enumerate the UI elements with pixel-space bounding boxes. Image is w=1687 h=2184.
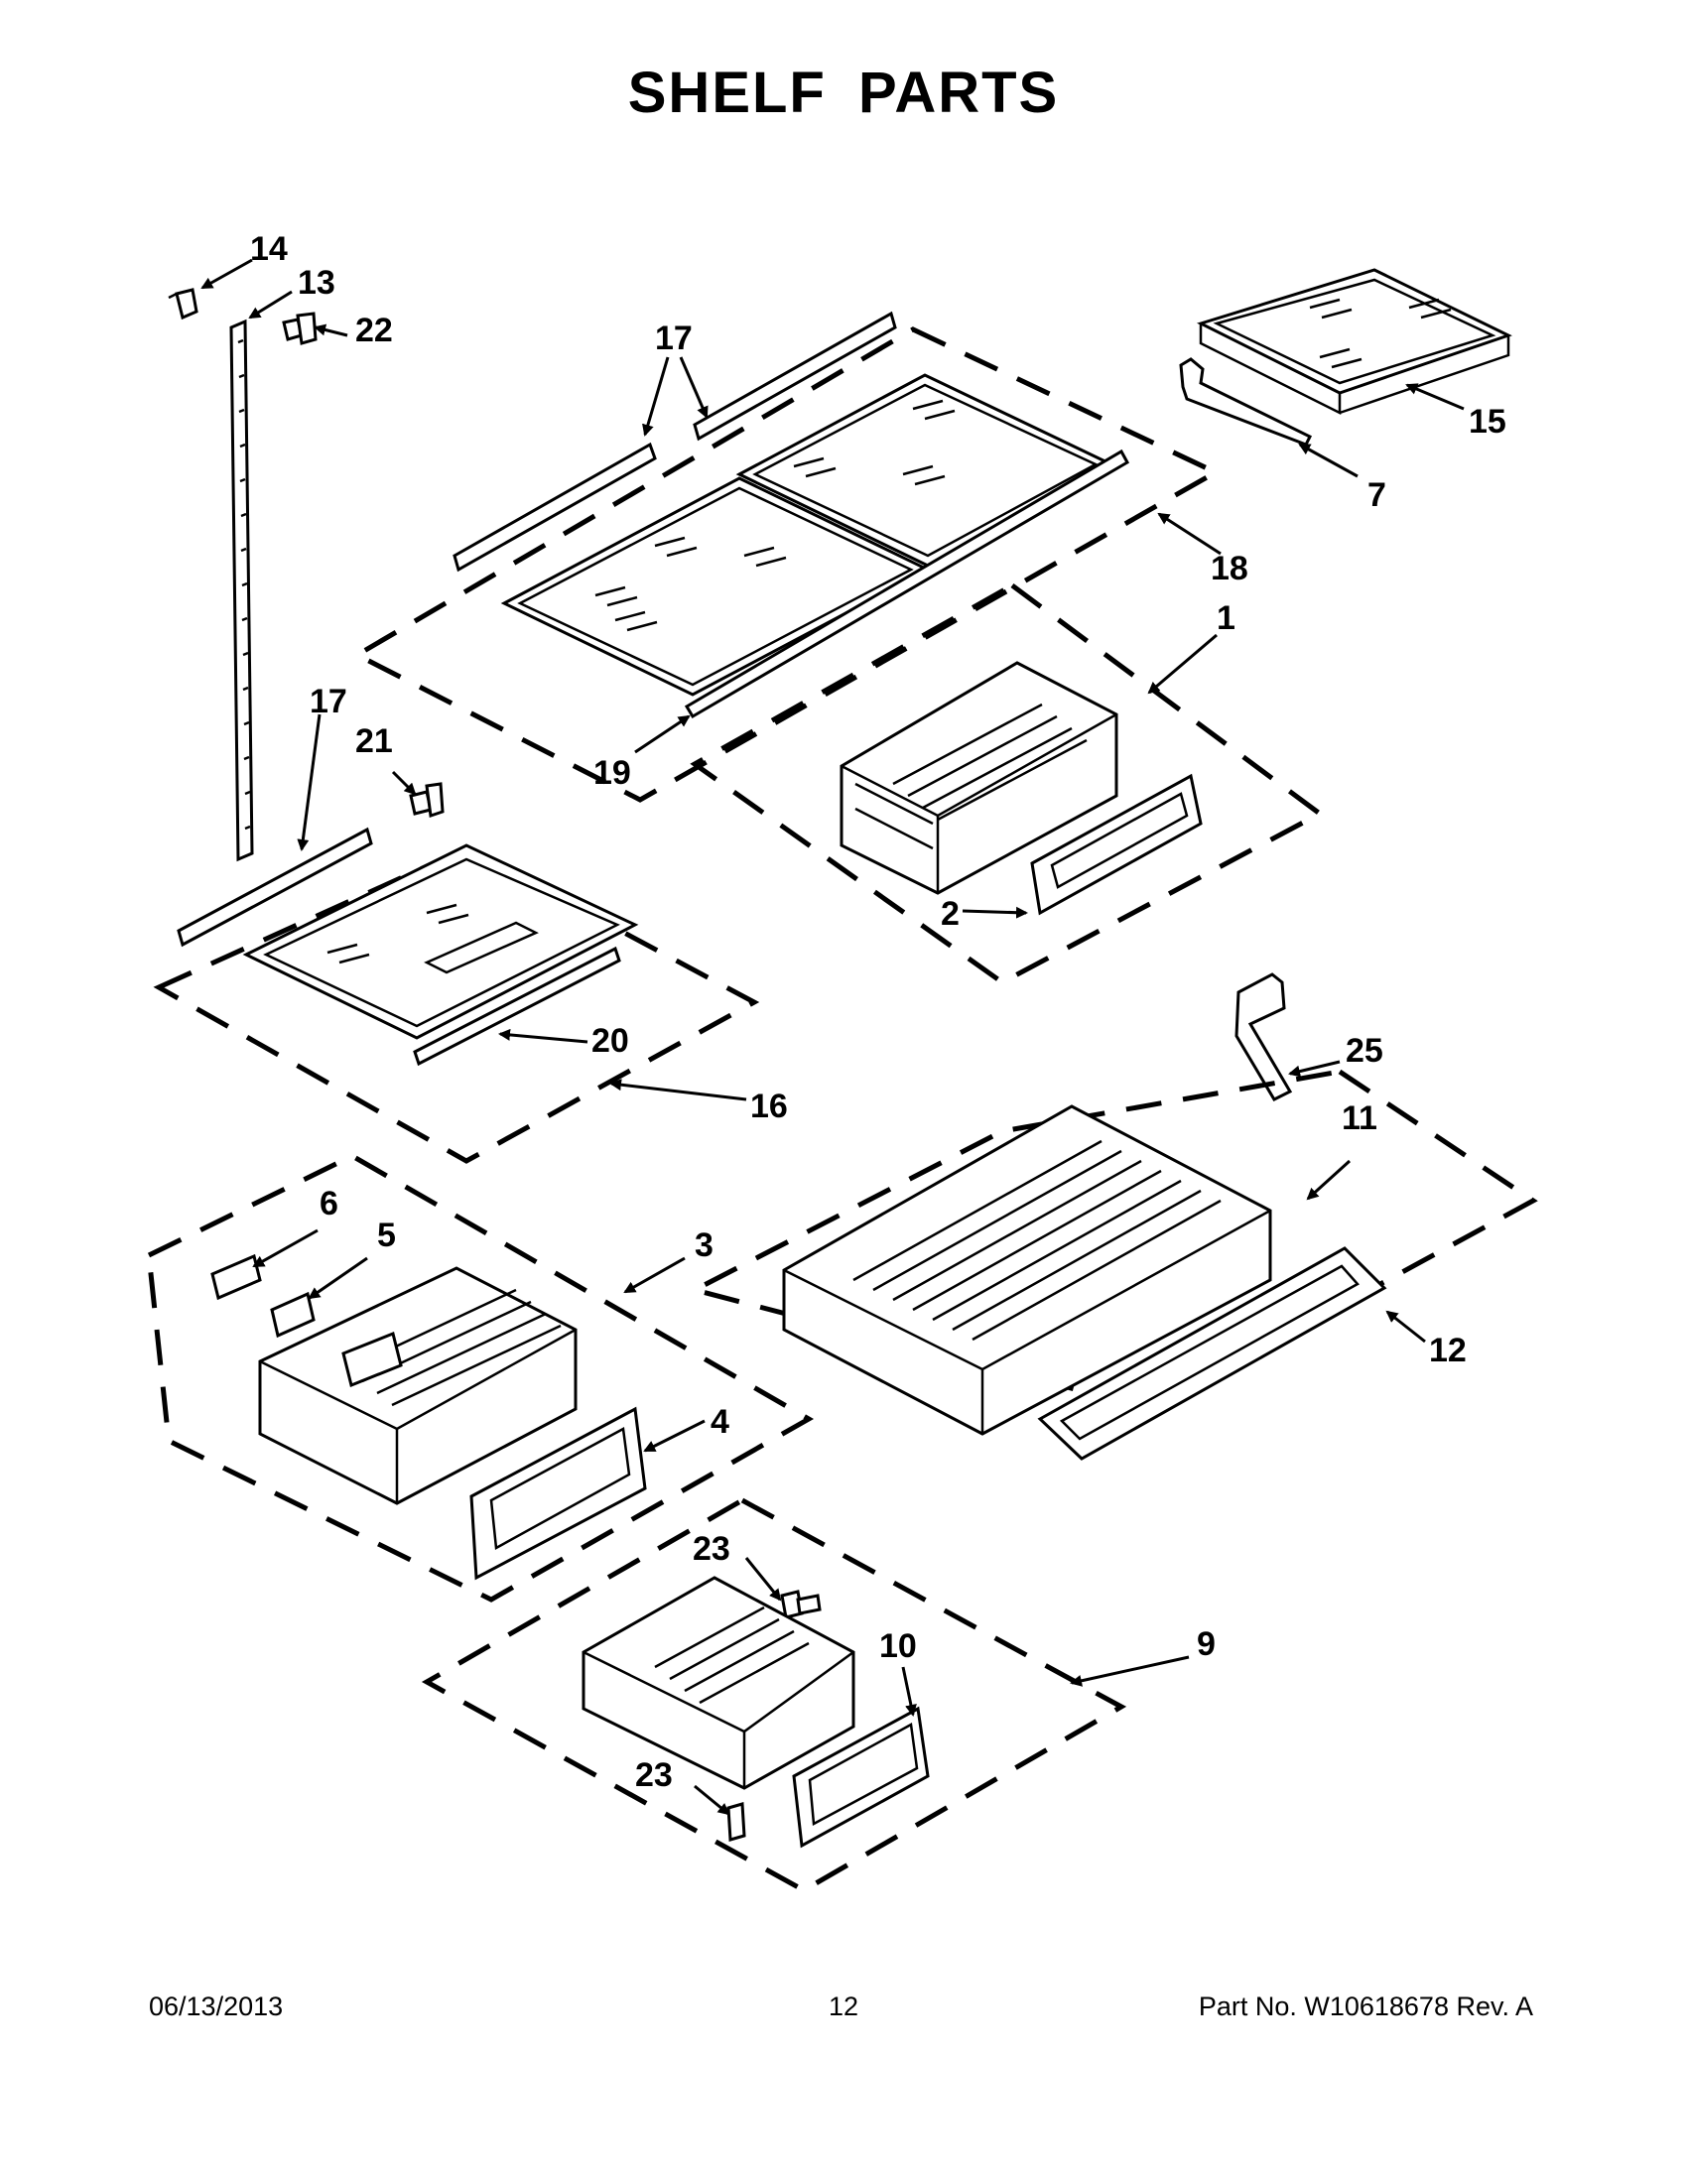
callout-17-left: 17 [310, 683, 347, 720]
part-6-clip [210, 1253, 262, 1301]
callout-19: 19 [593, 754, 631, 792]
part-3-crisper-drawer [258, 1266, 578, 1505]
callout-17-top: 17 [655, 320, 693, 357]
callout-2: 2 [941, 895, 960, 933]
callout-6: 6 [320, 1185, 338, 1222]
part-1-crisper-frame-outline [690, 582, 1325, 985]
callout-4: 4 [711, 1403, 729, 1441]
part-16-shelf-frame-outline [153, 845, 760, 1164]
leader-lines [200, 258, 1465, 1816]
part-12-drawer-front-panel [1037, 1246, 1387, 1461]
part-13-ladder-rail [229, 319, 254, 862]
part-11-drawer-frame-outline [688, 1069, 1538, 1412]
part-22-screw [282, 312, 318, 345]
part-20-trim [413, 946, 621, 1067]
part-18-shelf-frame-outline [351, 326, 1222, 803]
part-19-trim-front [684, 449, 1130, 719]
part-17-trim-upper-left [453, 442, 657, 573]
callout-1: 1 [1217, 599, 1235, 637]
part-3-drawer-frame-outline [146, 1153, 815, 1603]
callout-5: 5 [377, 1217, 396, 1254]
part-9-freezer-drawer [582, 1576, 855, 1790]
part-7-shelf-bracket [1179, 357, 1313, 447]
part-9-drawer-frame-outline [421, 1497, 1127, 1893]
footer-date: 06/13/2013 [149, 1991, 284, 2021]
glass-shelf-left-small [242, 843, 639, 1040]
part-2-crisper-front-panel [1030, 773, 1203, 916]
part-11-pantry-drawer [782, 1104, 1272, 1436]
part-17-trim-lower-left [177, 827, 373, 948]
callout-10: 10 [879, 1627, 917, 1665]
part-23-screw-lower [726, 1802, 746, 1842]
callout-14: 14 [250, 230, 288, 268]
part-5-vent-control [270, 1291, 316, 1339]
part-15-small-glass-shelf [1196, 268, 1512, 416]
part-25-bracket [1234, 972, 1293, 1101]
callout-3: 3 [695, 1226, 714, 1264]
part-10-drawer-front-panel [792, 1706, 930, 1849]
callout-23-top: 23 [693, 1530, 730, 1568]
callout-23-bottom: 23 [635, 1756, 673, 1794]
callout-13: 13 [298, 264, 335, 302]
part-14-cap [168, 288, 198, 321]
part-1-crisper-drawer [840, 661, 1118, 895]
callout-11: 11 [1342, 1099, 1377, 1137]
callout-15: 15 [1469, 403, 1506, 441]
part-21-screw [409, 782, 445, 818]
callout-18: 18 [1211, 550, 1248, 587]
callout-7: 7 [1367, 476, 1386, 514]
part-4-drawer-front-panel [469, 1406, 647, 1581]
callout-12: 12 [1429, 1332, 1467, 1369]
callout-21: 21 [355, 722, 393, 760]
callout-22: 22 [355, 312, 393, 349]
callout-20: 20 [591, 1022, 629, 1060]
callout-16: 16 [750, 1088, 788, 1125]
part-17-trim-upper-right [693, 311, 897, 442]
footer-part-number: Part No. W10618678 Rev. A [1198, 1991, 1533, 2021]
callout-9: 9 [1197, 1625, 1216, 1663]
footer-page-number: 12 [828, 1991, 859, 2021]
page-title: SHELF PARTS [627, 61, 1060, 125]
part-23-screw-upper [780, 1590, 822, 1619]
callout-labels: 14 13 22 17 15 7 18 1 19 2 17 21 20 16 2… [250, 230, 1506, 1794]
callout-25: 25 [1346, 1032, 1383, 1070]
